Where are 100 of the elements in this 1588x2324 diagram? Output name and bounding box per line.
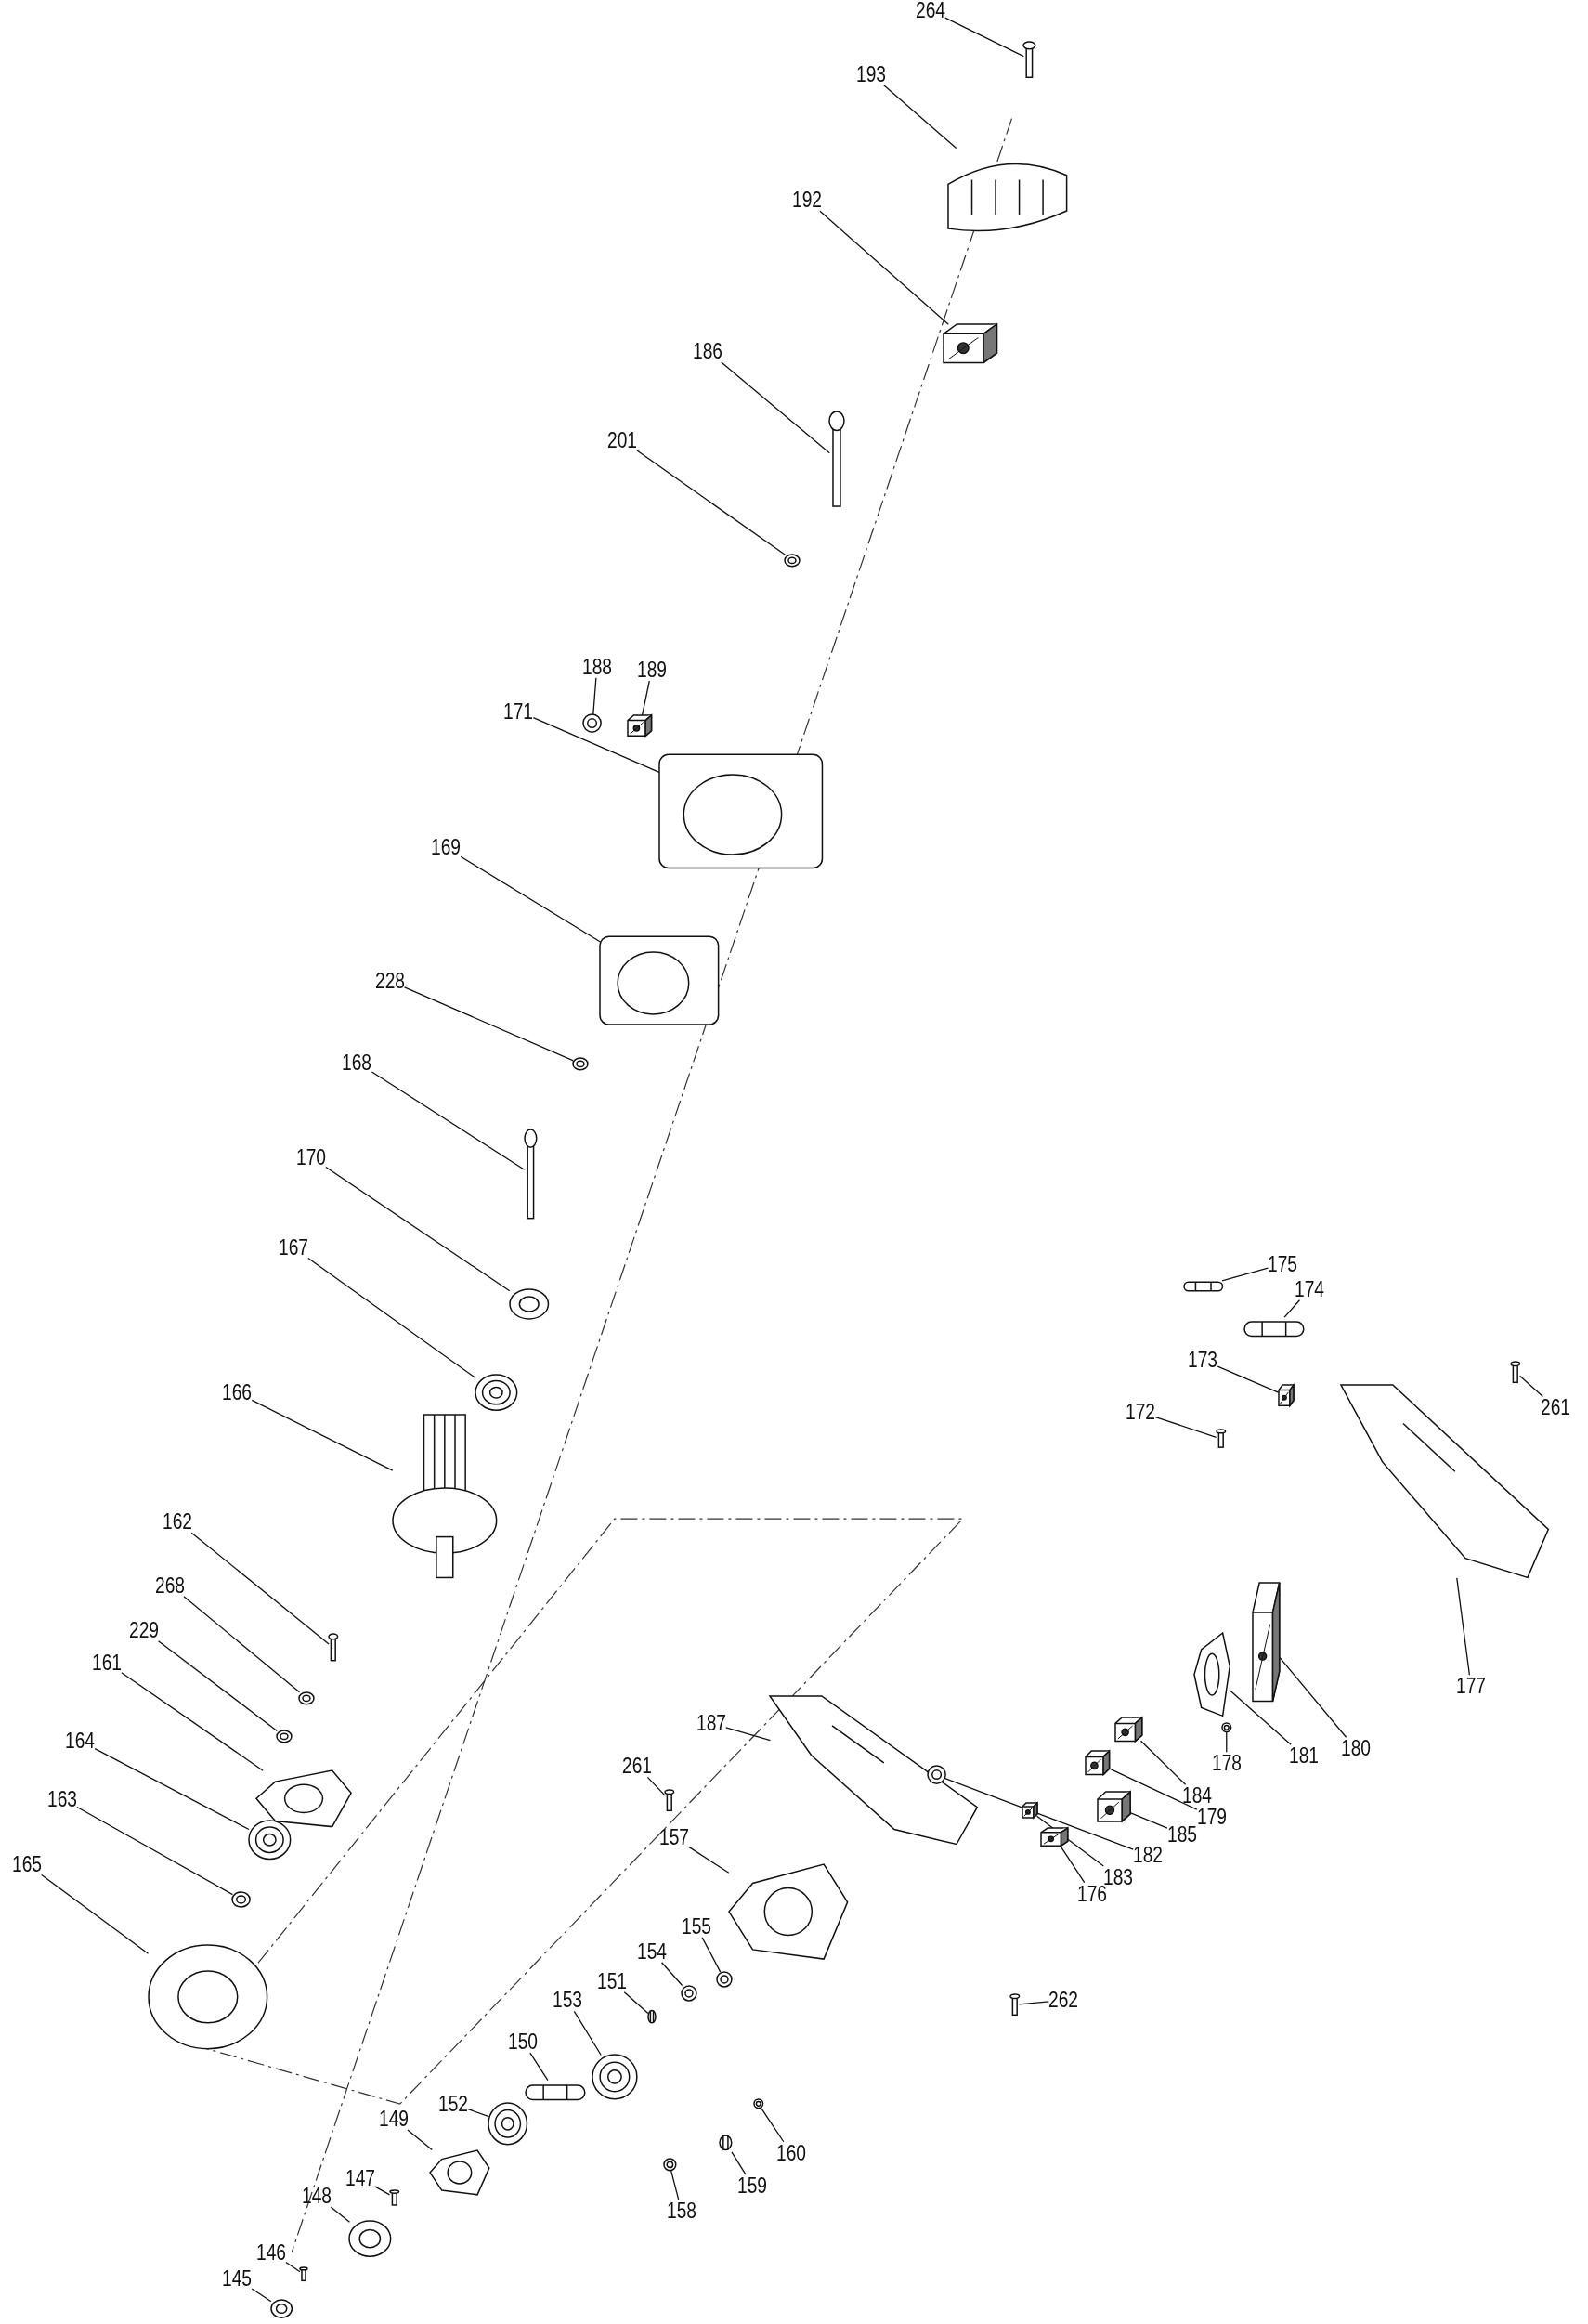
callout-number: 182 [1133,1844,1164,1867]
screw-drawing [329,1634,338,1662]
plate-drawing [255,1770,352,1827]
plate-drawing [429,2149,489,2195]
leader-line [190,1532,330,1645]
leader-line [660,1962,683,1987]
leader-line [1018,2001,1049,2005]
part-drawing [628,715,652,737]
leader-line [41,1874,150,1954]
washer-drawing [1222,1723,1231,1732]
washer-drawing [583,713,602,732]
screw-drawing [389,2189,399,2205]
leader-line [819,210,949,325]
leader-line [403,986,574,1062]
leader-line [121,1672,264,1771]
part-drawing [1115,1717,1142,1742]
ring-drawing [753,2099,763,2109]
callout-number: 179 [1196,1805,1227,1828]
callout-number: 154 [636,1939,667,1963]
screw-drawing [1023,41,1035,77]
part-drawing [1086,1751,1110,1775]
leader-line [688,1846,730,1874]
leader-line [1226,1731,1228,1753]
leader-line [721,361,830,454]
part-drawing [1022,1803,1037,1819]
leader-line [94,1748,250,1831]
callout-number: 261 [1540,1396,1570,1419]
callout-number: 167 [278,1236,308,1260]
callout-number: 189 [636,659,667,681]
plate-drawing [728,1863,848,1959]
leader-line [725,1727,772,1742]
callout-number: 173 [1188,1349,1218,1372]
callout-number: 150 [508,2030,539,2054]
screw-drawing [524,1129,537,1219]
leader-line [460,855,601,943]
callout-number: 163 [46,1787,77,1810]
leader-line [251,1399,394,1471]
callout-number: 145 [222,2267,253,2291]
leader-line [646,1776,666,1796]
ring-drawing [349,2221,392,2257]
screw-drawing [1511,1361,1520,1383]
washer-drawing [573,1057,589,1070]
callout-number: 170 [295,1145,326,1169]
leader-line [325,1166,511,1292]
leader-line [1129,1812,1168,1829]
callout-number: 158 [666,2199,696,2222]
callout-number: 261 [621,1755,652,1778]
callout-number: 153 [552,1989,582,2012]
plate-drawing [1193,1632,1230,1717]
bearing-drawing [488,2102,527,2145]
leader-line [1109,1768,1198,1810]
screw-drawing [665,1789,674,1811]
callout-number: 159 [737,2174,768,2197]
callout-number: 162 [163,1510,193,1534]
callout-number: 184 [1181,1784,1212,1808]
part-drawing [1098,1791,1131,1821]
washer-drawing [299,1691,315,1704]
leader-line [1229,1689,1292,1745]
armature-drawing [392,1415,497,1578]
callout-number: 229 [128,1618,159,1641]
callout-number: 149 [379,2108,410,2131]
callout-number: 228 [374,970,405,992]
leader-line [330,2206,351,2223]
leader-line [374,2186,391,2196]
callout-number: 174 [1295,1277,1325,1300]
callout-number: 262 [1048,1989,1079,2012]
callout-number: 193 [855,62,886,85]
bearing-drawing [475,1375,517,1411]
screw-drawing [1216,1430,1226,1448]
callout-number: 147 [345,2166,375,2189]
leader-line [1035,1815,1104,1867]
part-drawing [944,324,997,363]
leader-line [1518,1375,1544,1398]
part-drawing [1253,1582,1281,1702]
leader-line [592,677,597,715]
callout-number: 185 [1166,1822,1197,1846]
leader-line [307,1257,476,1379]
leader-line [761,2108,785,2143]
callout-number: 187 [696,1712,726,1735]
leader-line [623,1991,649,2015]
bearing-drawing [592,2055,637,2100]
ring-drawing [509,1288,549,1319]
part-drawing [1041,1828,1069,1847]
ring-drawing [232,1892,251,1907]
callout-number: 160 [775,2141,806,2164]
leader-line [701,1937,722,1973]
leader-line [371,1071,526,1170]
ring-drawing [717,1972,732,1988]
leader-line [944,17,1024,58]
leader-line [1217,1365,1280,1393]
part-drawing [1278,1385,1294,1406]
leader-line [573,2010,602,2056]
leader-line [183,1596,301,1693]
ring-drawing [148,1945,267,2050]
leader-line [529,2052,549,2082]
callout-number: 178 [1211,1752,1242,1775]
callout-number: 186 [693,340,723,363]
callout-number: 268 [155,1573,186,1597]
washer-drawing [663,2159,676,2171]
washer-drawing [270,2299,293,2317]
